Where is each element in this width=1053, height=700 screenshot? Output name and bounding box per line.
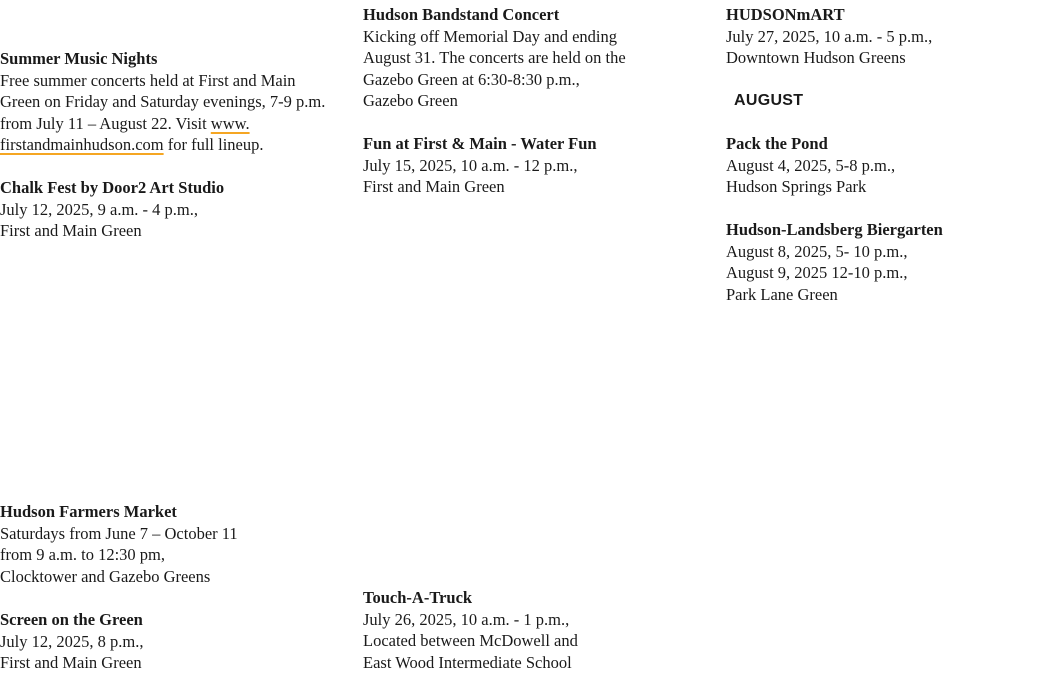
event-location: Clocktower and Gazebo Greens: [0, 566, 211, 586]
event-location: Park Lane Green: [726, 284, 838, 304]
event-location: Downtown Hudson Greens: [726, 48, 906, 68]
link-part-2: firstandmainhudson.com: [0, 135, 164, 155]
event-touch-a-truck: Touch-A-Truck July 26, 2025, 10 a.m. - 1…: [363, 587, 663, 673]
event-fun-at-first-and-main: Fun at First & Main - Water Fun July 15,…: [363, 133, 663, 198]
event-location: Hudson Springs Park: [726, 177, 867, 197]
event-location: Located between McDowell and: [363, 631, 578, 651]
link-part-1: www.: [210, 113, 250, 133]
event-description-line: Kicking off Memorial Day and ending: [363, 26, 618, 46]
event-date: July 12, 2025, 8 p.m.,: [0, 631, 144, 651]
event-time: Gazebo Green at 6:30-8:30 p.m.,: [363, 69, 580, 89]
event-hudson-landsberg-biergarten: Hudson-Landsberg Biergarten August 8, 20…: [726, 219, 1046, 305]
event-date: August 4, 2025, 5-8 p.m.,: [726, 155, 896, 175]
event-date: July 15, 2025, 10 a.m. - 12 p.m.,: [363, 155, 578, 175]
event-date: July 12, 2025, 9 a.m. - 4 p.m.,: [0, 199, 198, 219]
event-title: HUDSONmART: [726, 5, 845, 24]
event-date: August 8, 2025, 5- 10 p.m.,: [726, 241, 908, 261]
event-chalk-fest: Chalk Fest by Door2 Art Studio July 12, …: [0, 177, 330, 242]
event-title: Chalk Fest by Door2 Art Studio: [0, 178, 225, 197]
event-title: Hudson Farmers Market: [0, 502, 177, 521]
event-title: Fun at First & Main - Water Fun: [363, 134, 597, 153]
event-title: Touch-A-Truck: [363, 588, 473, 607]
event-summer-music-nights: Summer Music Nights Free summer concerts…: [0, 48, 330, 156]
event-location: First and Main Green: [0, 221, 142, 241]
event-description-line: August 31. The concerts are held on the: [363, 48, 626, 68]
event-title: Screen on the Green: [0, 610, 143, 629]
event-hudson-farmers-market: Hudson Farmers Market Saturdays from Jun…: [0, 501, 330, 587]
event-location: First and Main Green: [0, 653, 142, 673]
event-pack-the-pond: Pack the Pond August 4, 2025, 5-8 p.m., …: [726, 133, 1046, 198]
event-location: Gazebo Green: [363, 91, 458, 111]
event-hudson-bandstand-concert: Hudson Bandstand Concert Kicking off Mem…: [363, 4, 663, 112]
event-description: Free summer concerts held at First and M…: [0, 70, 330, 156]
event-date: July 27, 2025, 10 a.m. - 5 p.m.,: [726, 26, 933, 46]
month-heading-august: AUGUST: [734, 92, 804, 109]
event-location: First and Main Green: [363, 177, 505, 197]
event-location: East Wood Intermediate School: [363, 652, 572, 672]
description-tail: for full lineup.: [163, 135, 264, 155]
event-screen-on-the-green: Screen on the Green July 12, 2025, 8 p.m…: [0, 609, 330, 674]
event-title: Pack the Pond: [726, 134, 828, 153]
event-title: Summer Music Nights: [0, 49, 158, 68]
event-hudsonmart: HUDSONmART July 27, 2025, 10 a.m. - 5 p.…: [726, 4, 1046, 69]
event-date: August 9, 2025 12-10 p.m.,: [726, 263, 908, 283]
description-text: Free summer concerts held at First and M…: [0, 70, 326, 133]
event-title: Hudson-Landsberg Biergarten: [726, 220, 943, 239]
event-date: July 26, 2025, 10 a.m. - 1 p.m.,: [363, 609, 570, 629]
event-time: from 9 a.m. to 12:30 pm,: [0, 545, 165, 565]
event-date: Saturdays from June 7 – October 11: [0, 523, 238, 543]
event-title: Hudson Bandstand Concert: [363, 5, 560, 24]
lineup-website-link[interactable]: www. firstandmainhudson.com: [0, 114, 250, 155]
